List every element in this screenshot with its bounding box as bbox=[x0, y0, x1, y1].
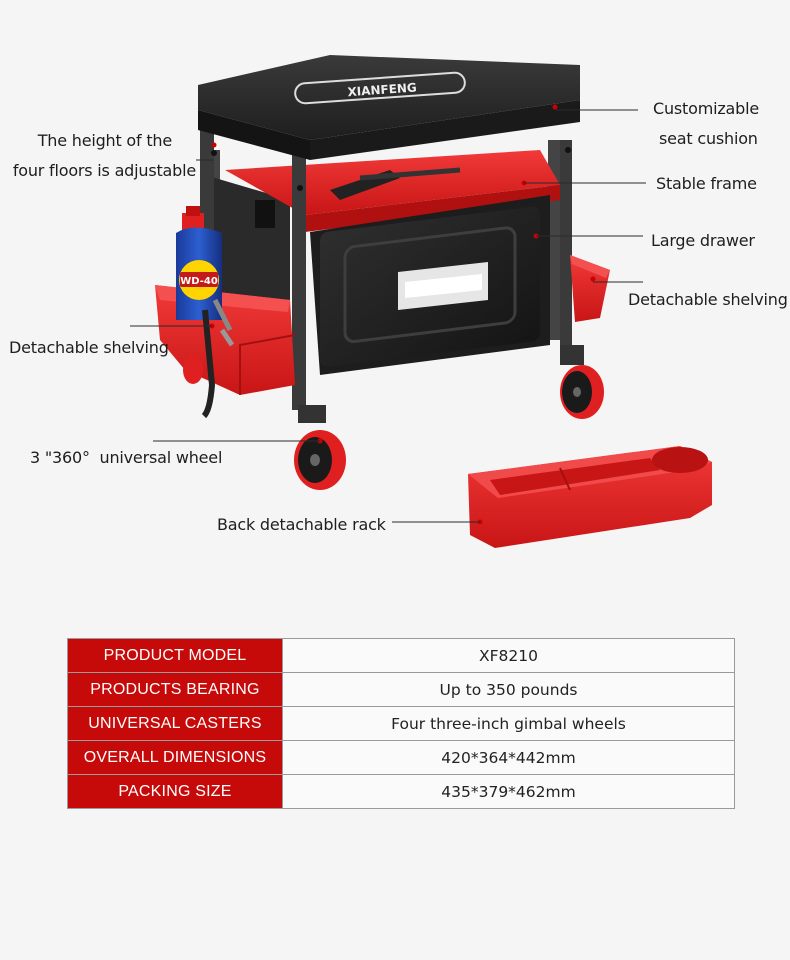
spec-key: PACKING SIZE bbox=[67, 774, 283, 809]
callout-height-adjust-line1: The height of the bbox=[37, 131, 172, 150]
spec-key: UNIVERSAL CASTERS bbox=[67, 706, 283, 741]
spec-value: Up to 350 pounds bbox=[282, 672, 735, 707]
table-row: PACKING SIZE 435*379*462mm bbox=[67, 774, 735, 809]
caster-back-left bbox=[183, 356, 203, 384]
callout-dot bbox=[211, 142, 217, 148]
svg-text:WD-40: WD-40 bbox=[180, 276, 218, 287]
caster-front-left bbox=[294, 405, 346, 490]
brand-logo: XIANFENG bbox=[347, 80, 417, 99]
callout-large-drawer: Large drawer bbox=[651, 231, 755, 250]
leader-lines bbox=[130, 109, 646, 523]
callout-back-rack: Back detachable rack bbox=[217, 515, 386, 534]
spec-key: PRODUCTS BEARING bbox=[67, 672, 283, 707]
right-shelf bbox=[570, 255, 610, 322]
product-illustration: XIANFENG WD-40 bbox=[130, 55, 712, 548]
callout-seat-line1: Customizable bbox=[653, 99, 759, 118]
spec-table: PRODUCT MODEL XF8210 PRODUCTS BEARING Up… bbox=[67, 638, 735, 809]
spec-value: XF8210 bbox=[282, 638, 735, 673]
spec-key: PRODUCT MODEL bbox=[67, 638, 283, 673]
callout-shelving-left: Detachable shelving bbox=[9, 338, 169, 357]
spec-value: 420*364*442mm bbox=[282, 740, 735, 775]
back-rack bbox=[468, 446, 712, 548]
table-row: PRODUCTS BEARING Up to 350 pounds bbox=[67, 672, 735, 707]
seat-cushion: XIANFENG bbox=[198, 55, 580, 160]
caster-front-right bbox=[560, 345, 604, 419]
callout-dot bbox=[552, 104, 558, 110]
tray-layer bbox=[225, 150, 560, 215]
callout-dot bbox=[590, 276, 596, 282]
drawer-handle bbox=[398, 262, 488, 310]
pliers bbox=[201, 298, 235, 419]
table-row: OVERALL DIMENSIONS 420*364*442mm bbox=[67, 740, 735, 775]
wd40-can: WD-40 bbox=[176, 206, 222, 320]
callout-universal-wheel: 3 "360° universal wheel bbox=[30, 448, 223, 467]
callout-shelving-right: Detachable shelving bbox=[628, 290, 788, 309]
table-row: PRODUCT MODEL XF8210 bbox=[67, 638, 735, 673]
table-row: UNIVERSAL CASTERS Four three-inch gimbal… bbox=[67, 706, 735, 741]
callout-stable-frame: Stable frame bbox=[656, 174, 757, 193]
callout-seat-line2: seat cushion bbox=[659, 129, 758, 148]
spec-value: 435*379*462mm bbox=[282, 774, 735, 809]
callout-height-adjust-line2: four floors is adjustable bbox=[12, 161, 196, 180]
spec-value: Four three-inch gimbal wheels bbox=[282, 706, 735, 741]
spec-key: OVERALL DIMENSIONS bbox=[67, 740, 283, 775]
